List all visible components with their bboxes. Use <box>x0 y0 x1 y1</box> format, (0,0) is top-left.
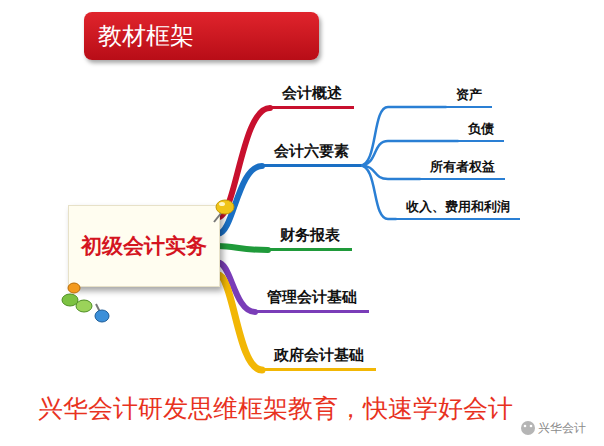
branch-connector <box>218 246 268 250</box>
branch-connector <box>360 166 396 220</box>
caption: 兴华会计研发思维框架教育，快速学好会计 <box>38 392 513 425</box>
node-text: 管理会计基础 <box>267 288 357 306</box>
node-text: 初级会计实务 <box>81 234 207 258</box>
sub-topic: 所有者权益 <box>420 158 505 180</box>
watermark: 兴华会计 <box>538 420 586 437</box>
watermark-icon-eye <box>524 425 527 428</box>
branch-connector <box>218 275 262 370</box>
branch-topic: 管理会计基础 <box>255 288 369 313</box>
node-text: 财务报表 <box>280 226 340 244</box>
branch-connector <box>218 108 270 217</box>
branch-connector <box>218 166 262 234</box>
branch-topic: 会计六要素 <box>262 142 361 167</box>
node-text: 政府会计基础 <box>274 346 364 364</box>
node-text: 资产 <box>456 87 482 102</box>
node-text: 负债 <box>468 121 494 136</box>
node-text: 收入、费用和利润 <box>406 199 510 214</box>
watermark-icon <box>521 421 535 435</box>
title-banner: 教材框架 <box>84 12 319 60</box>
center-note: 初级会计实务 <box>68 205 220 287</box>
pushpin-green <box>62 294 92 312</box>
sub-topic: 收入、费用和利润 <box>396 198 520 220</box>
sub-topic: 资产 <box>446 86 492 108</box>
node-text: 所有者权益 <box>430 159 495 174</box>
watermark-icon-eye <box>530 425 533 428</box>
sub-topic: 负债 <box>458 120 504 142</box>
branch-topic: 政府会计基础 <box>262 346 376 371</box>
pushpin-blue <box>95 304 109 322</box>
node-text: 会计概述 <box>282 84 342 102</box>
node-text: 会计六要素 <box>274 142 349 160</box>
branch-topic: 财务报表 <box>268 226 352 251</box>
branch-topic: 会计概述 <box>270 84 354 109</box>
